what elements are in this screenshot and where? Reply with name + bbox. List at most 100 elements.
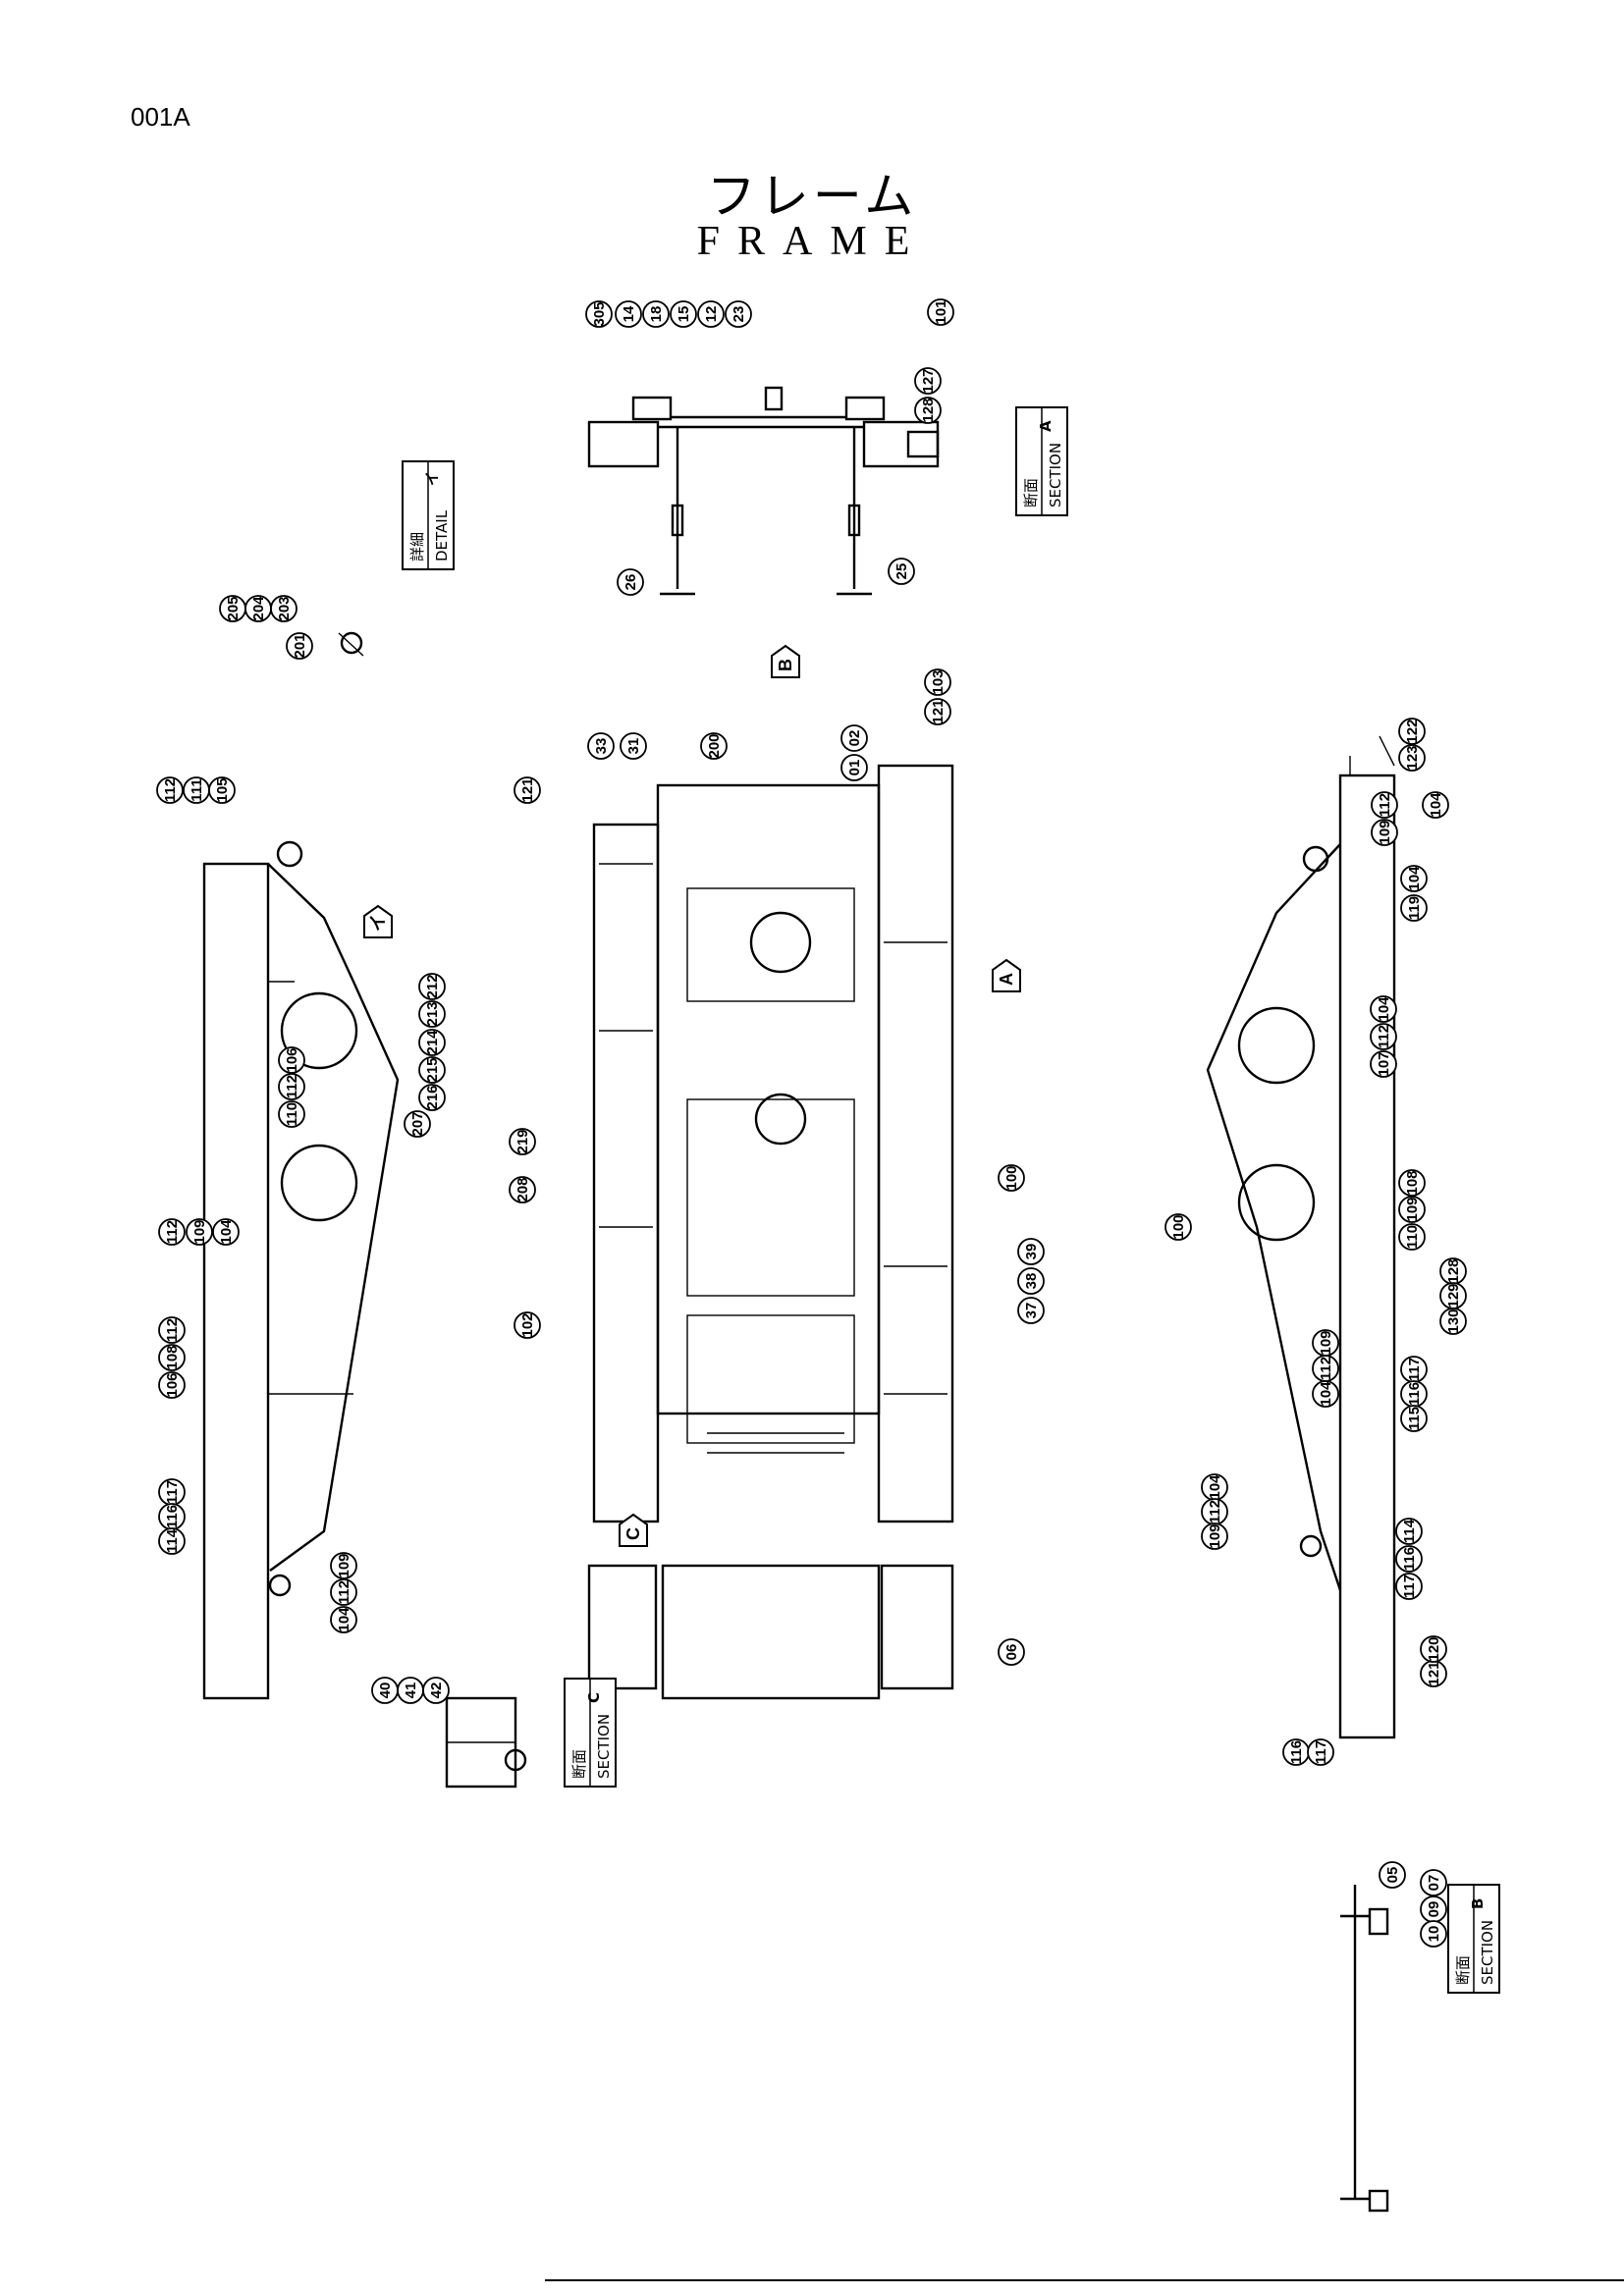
- callout-right-123: 123: [1398, 744, 1426, 772]
- callout-right-104b-label: 104: [1406, 866, 1423, 891]
- callout-top-26: 26: [617, 568, 644, 596]
- callout-center-219-label: 219: [514, 1129, 531, 1153]
- callout-right-116-label: 116: [1406, 1382, 1423, 1406]
- callout-section_b-09-label: 09: [1426, 1901, 1442, 1918]
- callout-right-109c-label: 109: [1318, 1330, 1334, 1355]
- page-code: 001A: [131, 102, 190, 132]
- callout-top-18: 18: [642, 300, 670, 328]
- callout-section_b-07-label: 07: [1426, 1875, 1442, 1892]
- callout-center-121-label: 121: [930, 699, 947, 723]
- view-arrow-b-label: B: [776, 659, 795, 671]
- callout-center-200-label: 200: [706, 733, 723, 758]
- callout-top-15-label: 15: [676, 306, 692, 323]
- callout-left-104: 104: [212, 1218, 240, 1246]
- callout-right-122-label: 122: [1404, 719, 1421, 743]
- callout-top-15: 15: [670, 300, 697, 328]
- view-arrow-c-label: C: [623, 1527, 643, 1540]
- callout-left-104-label: 104: [218, 1219, 235, 1245]
- callout-left-105-label: 105: [214, 777, 231, 802]
- title-english: FRAME: [696, 219, 928, 264]
- callout-right-116c: 116: [1282, 1738, 1310, 1766]
- callout-top-25-label: 25: [893, 563, 910, 580]
- callout-center-06: 06: [998, 1638, 1025, 1666]
- callout-left-207: 207: [404, 1110, 431, 1138]
- callout-right-104c: 104: [1370, 995, 1397, 1023]
- view-arrow-detail-label: イ: [368, 914, 388, 932]
- section-b-view: [1340, 1885, 1389, 2213]
- callout-center-39-label: 39: [1023, 1244, 1040, 1260]
- callout-section_b-05-label: 05: [1384, 1867, 1401, 1884]
- callout-right-112-label: 112: [1377, 793, 1393, 817]
- callout-right-117-label: 117: [1406, 1358, 1423, 1381]
- callout-section_c-40: 40: [371, 1677, 399, 1704]
- center-plan-view: [587, 764, 954, 1700]
- callout-right-121: 121: [1420, 1660, 1447, 1687]
- callout-right-108-label: 108: [1404, 1170, 1421, 1195]
- callout-left-212: 212: [418, 973, 446, 1000]
- callout-right-104c-label: 104: [1376, 996, 1392, 1022]
- callout-center-33: 33: [587, 732, 615, 760]
- callout-center-31: 31: [620, 732, 647, 760]
- callout-left-116-label: 116: [164, 1505, 181, 1528]
- detail-view: [338, 631, 364, 657]
- callout-center-100: 100: [998, 1164, 1025, 1192]
- callout-right-115: 115: [1400, 1405, 1428, 1432]
- callout-top-23-label: 23: [731, 306, 747, 323]
- callout-detail-203-label: 203: [276, 596, 293, 620]
- callout-center-102-label: 102: [519, 1312, 536, 1337]
- section-box-b-jp: 断面: [1454, 1955, 1472, 1985]
- callout-right-104e-label: 104: [1207, 1474, 1223, 1500]
- callout-left-105: 105: [208, 776, 236, 804]
- callout-left-112b: 112: [278, 1073, 305, 1100]
- callout-right-114-label: 114: [1401, 1519, 1418, 1543]
- callout-right-117b-label: 117: [1401, 1575, 1418, 1598]
- callout-left-117: 117: [158, 1478, 186, 1506]
- callout-center-37-label: 37: [1023, 1303, 1040, 1319]
- callout-right-109-label: 109: [1377, 820, 1393, 844]
- callout-right-120-label: 120: [1426, 1636, 1442, 1661]
- section-box-detail-jp: 詳細: [408, 532, 426, 561]
- callout-right-110-label: 110: [1404, 1225, 1421, 1249]
- callout-left-112e: 112: [330, 1578, 357, 1606]
- section-box-detail-en: DETAIL: [433, 509, 451, 561]
- section-box-c-jp: 断面: [570, 1749, 588, 1779]
- callout-right-130: 130: [1439, 1308, 1467, 1335]
- callout-center-103-label: 103: [930, 669, 947, 694]
- callout-right-104-label: 104: [1428, 792, 1444, 818]
- callout-left-104b-label: 104: [336, 1607, 352, 1632]
- callout-center-100-label: 100: [1003, 1165, 1020, 1190]
- callout-left-109b: 109: [330, 1552, 357, 1579]
- callout-center-102: 102: [514, 1311, 541, 1339]
- callout-section_c-42-label: 42: [428, 1682, 445, 1699]
- callout-center-121: 121: [924, 698, 951, 725]
- callout-top-14-label: 14: [621, 305, 637, 322]
- callout-top-25: 25: [888, 558, 915, 585]
- callout-right-116: 116: [1400, 1380, 1428, 1408]
- callout-right-117c-label: 117: [1313, 1740, 1329, 1764]
- callout-right-107: 107: [1370, 1050, 1397, 1078]
- callout-left-207-label: 207: [409, 1111, 426, 1136]
- callout-right-128-label: 128: [1445, 1258, 1462, 1283]
- callout-right-112d: 112: [1201, 1498, 1228, 1525]
- callout-detail-204: 204: [244, 595, 272, 622]
- callout-center-103: 103: [924, 668, 951, 696]
- callout-right-112: 112: [1371, 791, 1398, 819]
- callout-center-02-label: 02: [846, 730, 863, 747]
- callout-left-112e-label: 112: [336, 1580, 352, 1604]
- callout-detail-201-label: 201: [292, 633, 308, 658]
- callout-right-109c: 109: [1312, 1329, 1339, 1357]
- callout-left-216: 216: [418, 1084, 446, 1111]
- callout-top-127: 127: [914, 367, 942, 395]
- callout-right-109b: 109: [1398, 1196, 1426, 1223]
- callout-left-114: 114: [158, 1527, 186, 1555]
- callout-detail-205-label: 205: [225, 596, 242, 620]
- callout-right-100: 100: [1164, 1213, 1192, 1241]
- callout-center-02: 02: [840, 724, 868, 752]
- callout-center-01: 01: [840, 754, 868, 781]
- callout-center-01-label: 01: [846, 760, 863, 776]
- callout-right-129-label: 129: [1445, 1283, 1462, 1308]
- callout-right-104: 104: [1422, 791, 1449, 819]
- callout-section_c-41-label: 41: [403, 1682, 419, 1699]
